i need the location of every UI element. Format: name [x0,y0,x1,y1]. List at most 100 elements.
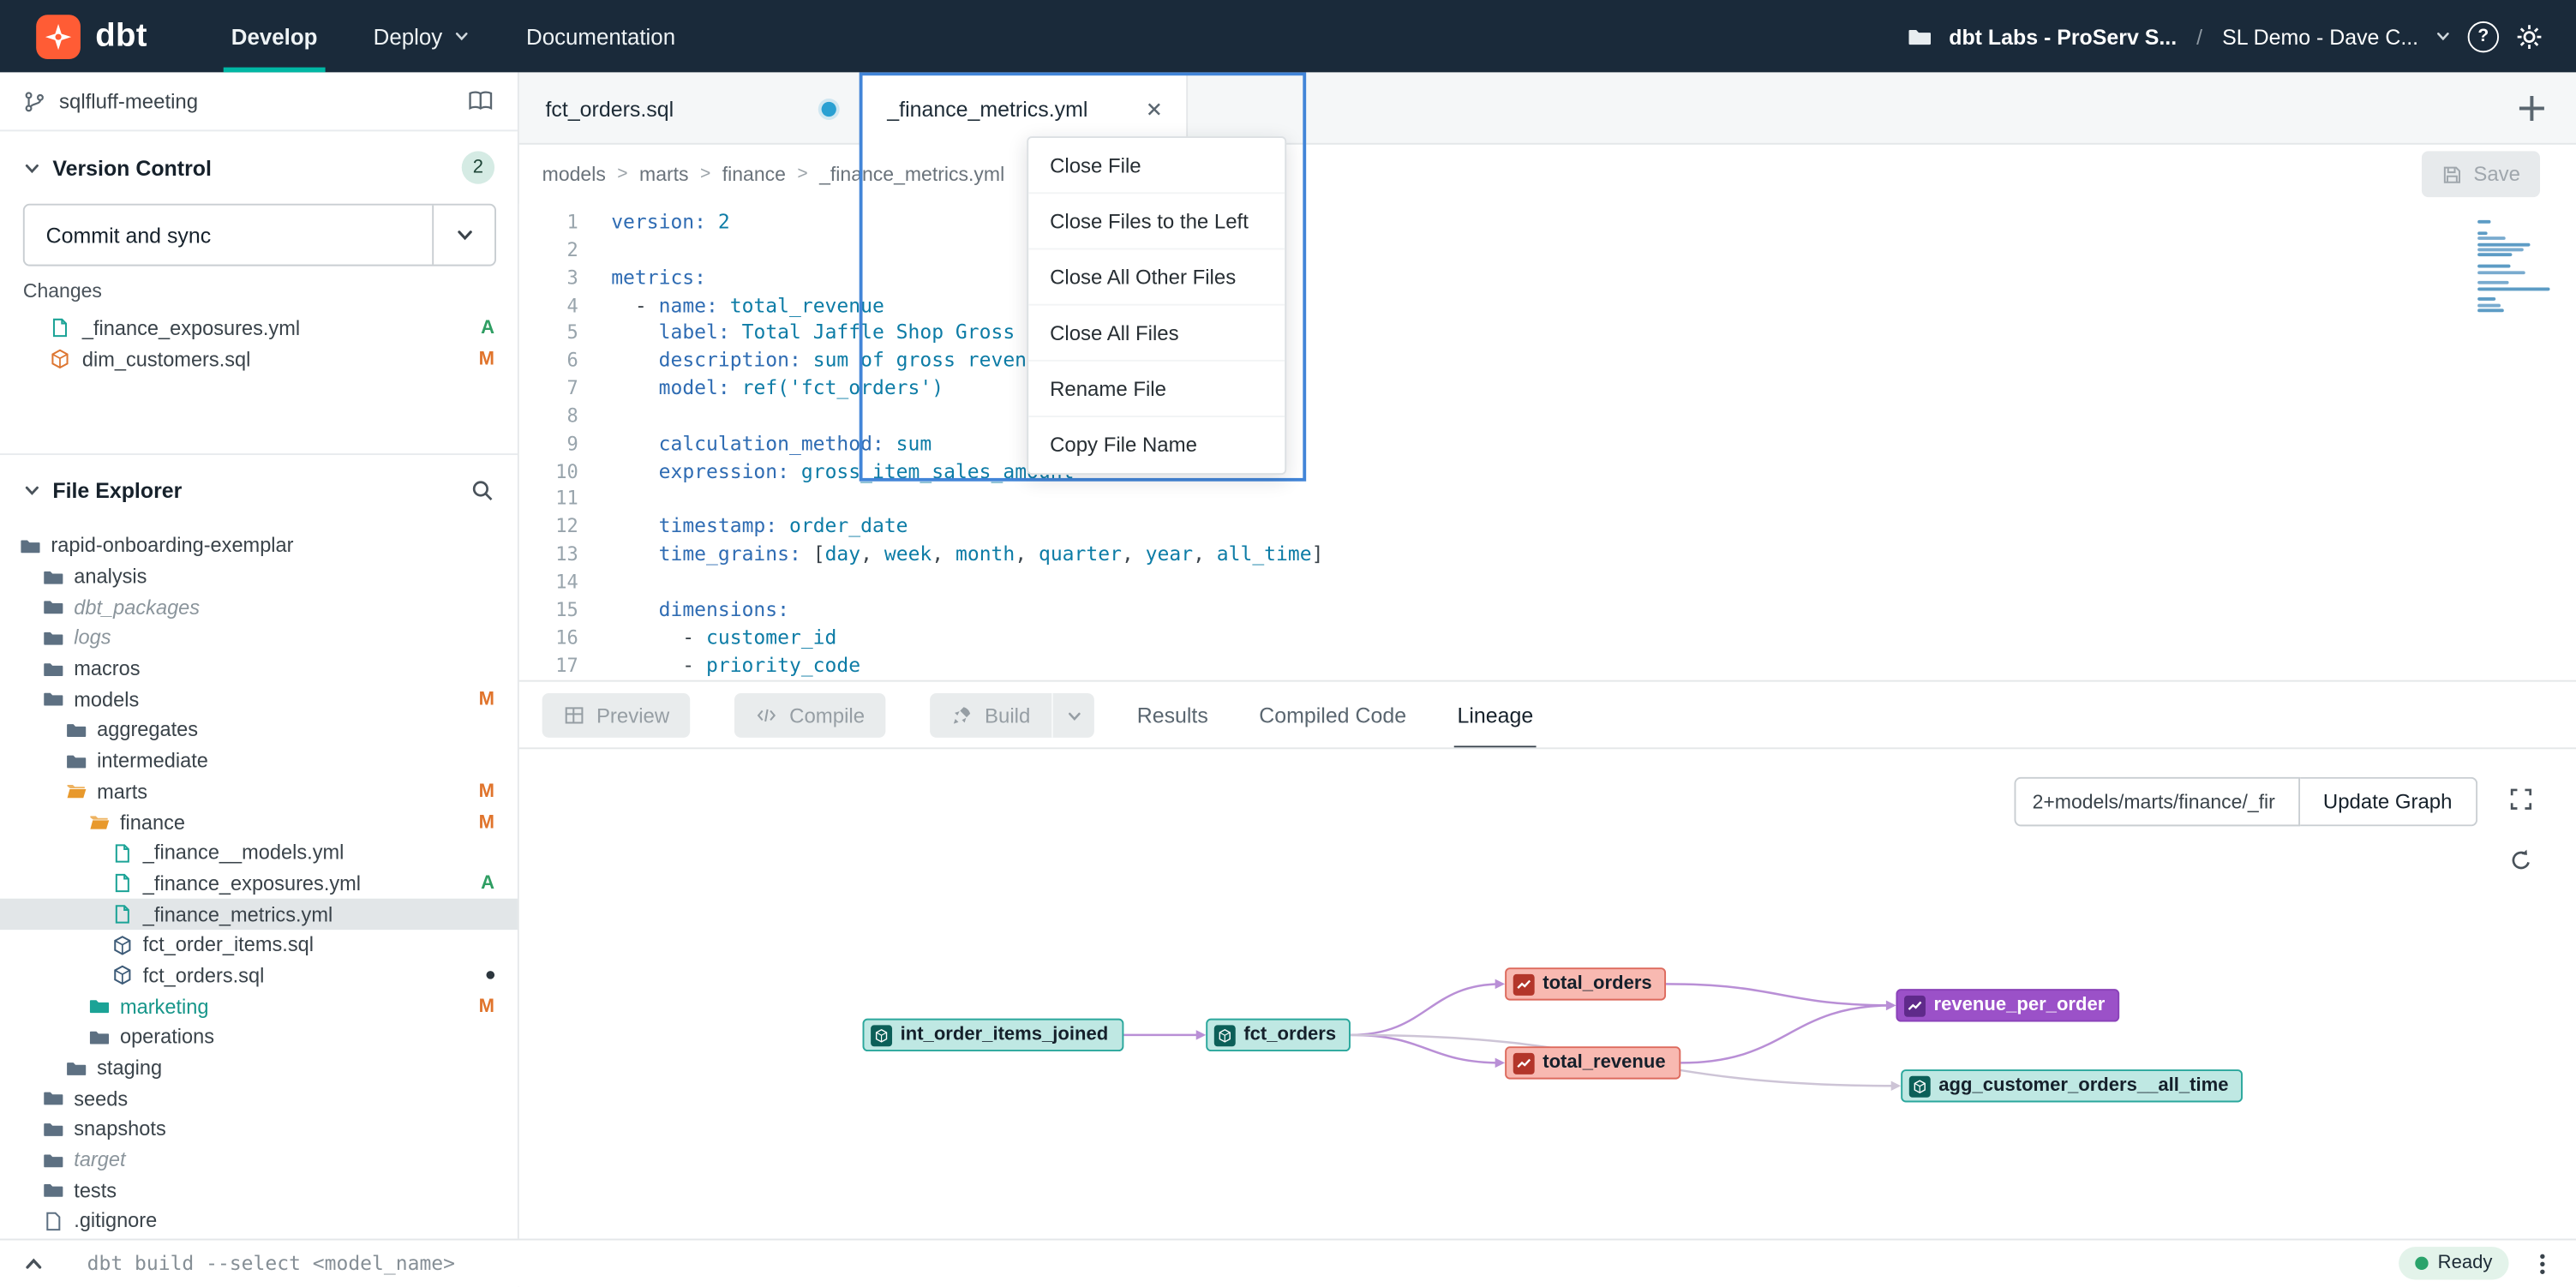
lineage-node-total_revenue[interactable]: total_revenue [1505,1046,1680,1080]
close-icon[interactable] [1145,100,1163,118]
folder-icon [66,751,87,772]
lineage-canvas[interactable]: Update Graph int_order_items_joined fct_o… [518,747,2576,1239]
panel-tab-lineage[interactable]: Lineage [1453,682,1537,750]
breadcrumb-separator: > [617,164,628,184]
context-menu-item-close-all-files[interactable]: Close All Files [1028,306,1285,362]
help-button[interactable]: ? [2467,20,2500,52]
minimap-line [2477,297,2496,302]
minimap-line [2477,264,2511,268]
panel-tab-results[interactable]: Results [1136,703,1208,728]
lineage-node-agg_customer_orders__all_time[interactable]: agg_customer_orders__all_time [1901,1069,2244,1103]
tree-item-dbt_packages[interactable]: dbt_packages [0,592,518,623]
tree-item-label: seeds [74,1086,129,1110]
tree-item-intermediate[interactable]: intermediate [0,745,518,776]
compile-button[interactable]: Compile [734,693,886,738]
context-menu-item-copy-file-name[interactable]: Copy File Name [1050,434,1197,457]
graph-controls: Update Graph [2014,776,2477,827]
breadcrumb-item[interactable]: models [542,162,606,186]
nav-item-develop[interactable]: Develop [203,0,345,73]
project-chevron-down-icon[interactable] [2435,28,2451,45]
project-name[interactable]: SL Demo - Dave C... [2222,23,2419,49]
docs-book-icon[interactable] [466,89,494,114]
lineage-node-int_order_items_joined[interactable]: int_order_items_joined [862,1018,1123,1052]
tree-item-aggregates[interactable]: aggregates [0,715,518,745]
folder-icon [43,627,64,649]
tree-item-snapshots[interactable]: snapshots [0,1114,518,1145]
minimap-line [2477,219,2490,224]
minimap[interactable] [2477,219,2553,315]
save-button[interactable]: Save [2420,151,2540,198]
tree-item-fct_order_items.sql[interactable]: fct_order_items.sql [0,930,518,961]
context-menu-item-close-file[interactable]: Close File [1028,138,1285,195]
breadcrumb-item[interactable]: _finance_metrics.yml [819,162,1005,186]
minimap-line [2477,308,2504,313]
sidebar: sqlfluff-meeting Version Control 2 Commi… [0,72,519,1287]
tree-item-_finance__models.yml[interactable]: _finance__models.yml [0,838,518,869]
breadcrumb-item[interactable]: finance [722,162,786,186]
fullscreen-button[interactable] [2501,779,2540,818]
kebab-menu-icon[interactable] [2538,1251,2547,1276]
rocket-icon [952,704,973,726]
tree-item-tests[interactable]: tests [0,1176,518,1206]
lineage-node-fct_orders[interactable]: fct_orders [1206,1018,1351,1052]
line-number: 12 [555,514,578,538]
tree-item-seeds[interactable]: seeds [0,1083,518,1114]
expand-command-bar-chevron-up-icon[interactable] [23,1253,45,1274]
editor-tab-_finance_metrics.yml[interactable]: _finance_metrics.yml [859,72,1189,147]
tree-item-_finance_metrics.yml[interactable]: _finance_metrics.yml [0,899,518,931]
brand[interactable]: dbt [0,14,147,59]
line-number: 5 [566,320,578,344]
context-menu-item-close-files-to-the-left[interactable]: Close Files to the Left [1028,194,1285,250]
minimap-line [2477,248,2524,252]
update-graph-button[interactable]: Update Graph [2300,776,2477,827]
gear-icon[interactable] [2515,22,2543,51]
lineage-edge [1666,983,1893,1007]
file-explorer-header[interactable]: File Explorer [0,464,518,516]
tree-item-macros[interactable]: macros [0,654,518,685]
nav-item-documentation[interactable]: Documentation [498,0,703,72]
tree-item-label: analysis [74,565,147,589]
context-menu-item-close-all-other-files[interactable]: Close All Other Files [1028,249,1285,306]
branch-name[interactable]: sqlfluff-meeting [59,89,199,113]
chevron-down-icon [454,28,470,45]
build-button[interactable]: Build [930,693,1095,738]
breadcrumb-item[interactable]: marts [639,162,689,186]
command-input[interactable]: dbt build --select <model_name> [87,1251,456,1275]
lineage-selector-input[interactable] [2014,776,2301,827]
tree-item-analysis[interactable]: analysis [0,561,518,592]
commit-and-sync-button[interactable]: Commit and sync [22,203,496,266]
minimap-line [2477,253,2513,257]
chevron-down-icon [454,225,474,245]
panel-tab-compiled-code[interactable]: Compiled Code [1259,703,1407,728]
tree-item-rapid-onboarding-exemplar[interactable]: rapid-onboarding-exemplar [0,530,518,561]
search-icon[interactable] [470,477,494,502]
new-tab-button[interactable] [2513,90,2549,126]
tree-item-operations[interactable]: operations [0,1021,518,1052]
reset-graph-button[interactable] [2501,840,2540,879]
context-menu-item-rename-file[interactable]: Rename File [1028,362,1285,417]
preview-button[interactable]: Preview [542,693,692,738]
tree-item-.gitignore[interactable]: .gitignore [0,1206,518,1236]
tree-item-fct_orders.sql[interactable]: fct_orders.sql [0,961,518,991]
build-options-chevron[interactable] [1051,693,1094,738]
tree-item-target[interactable]: target [0,1145,518,1176]
version-control-header[interactable]: Version Control 2 [0,141,518,194]
tree-item-staging[interactable]: staging [0,1052,518,1083]
lineage-node-revenue_per_order[interactable]: revenue_per_order [1896,989,2120,1022]
lineage-node-total_orders[interactable]: total_orders [1505,967,1667,1001]
tree-item-logs[interactable]: logs [0,623,518,654]
commit-options-button[interactable] [432,205,494,265]
cube-icon [1218,1027,1232,1042]
nav-item-deploy[interactable]: Deploy [345,0,498,72]
editor-tab-fct_orders.sql[interactable]: fct_orders.sql [519,72,860,144]
account-name[interactable]: dbt Labs - ProServ S... [1949,23,2178,49]
